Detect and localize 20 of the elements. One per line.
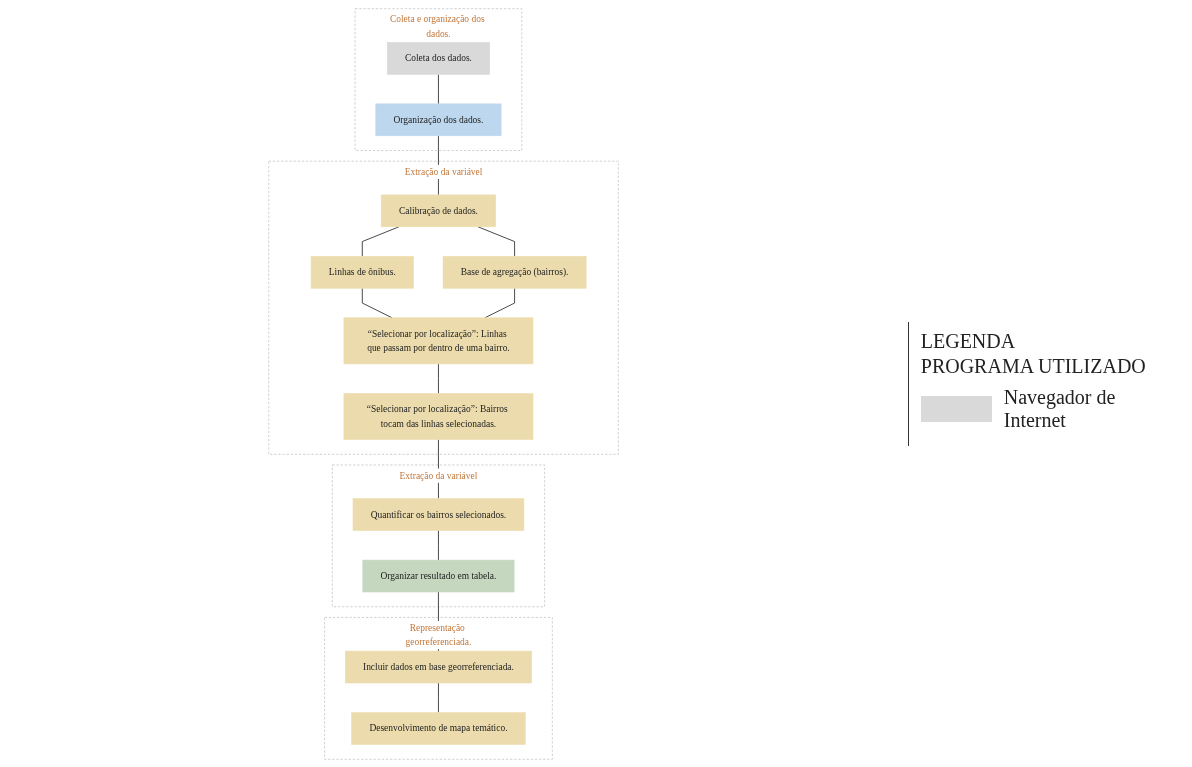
node-box: Coleta dos dados. <box>387 41 491 75</box>
node-box: Quantificar os bairros selecionados. <box>353 497 525 531</box>
node-box: Organizar resultado em tabela. <box>362 559 515 592</box>
legend-heading: LEGENDA <box>920 329 1017 353</box>
connector <box>477 225 516 257</box>
node-box: Incluir dados em base georreferenciada. <box>345 650 533 683</box>
node-box: “Selecionar por localização”: Bairros tocam das linhas selecionadas. <box>343 392 534 440</box>
node-box: Desenvolvimento de mapa temático. <box>351 711 526 745</box>
connector <box>438 682 440 713</box>
connector <box>438 73 440 104</box>
node-box: Organização dos dados. <box>375 103 502 136</box>
node-box: “Selecionar por localização”: Linhas que passam por dentro de uma bairro. <box>343 317 534 364</box>
legend-label: Navegador de Internet <box>1003 385 1117 432</box>
node-box: Calibração de dados. <box>381 194 497 227</box>
node-box: Linhas de ônibus. <box>311 255 415 289</box>
connector <box>362 225 400 257</box>
connector <box>438 362 440 394</box>
connector <box>438 529 440 561</box>
legend-heading: PROGRAMA UTILIZADO <box>920 354 1147 378</box>
node-box: Base de agregação (bairros). <box>443 255 587 289</box>
